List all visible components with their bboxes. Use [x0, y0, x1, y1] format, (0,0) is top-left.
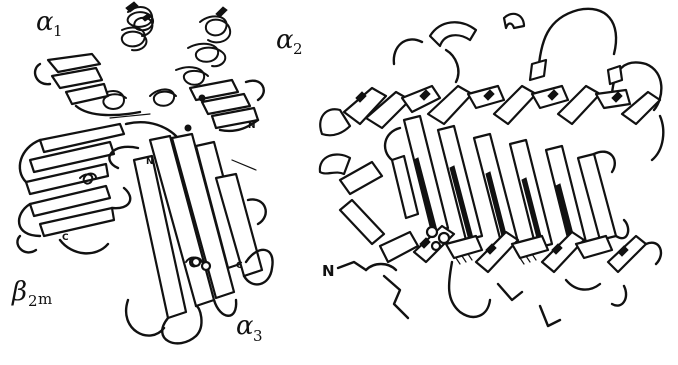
alpha3-subscript: 3 [253, 327, 263, 345]
n-terminus-mid-mark: N [146, 157, 154, 167]
beta2m-label: β [11, 277, 27, 307]
n-terminus-top-mark: N [248, 121, 256, 131]
c-terminus-right-mark: C [236, 261, 243, 271]
c-terminus-left-mark: C [62, 233, 69, 243]
right-panel-groove-view: N [320, 9, 663, 326]
beta-sheet-platform [35, 54, 264, 131]
beta-sheet-strands [385, 116, 628, 248]
beta2m-subscript: 2 [28, 292, 38, 310]
beta2m-suffix: m [38, 290, 52, 308]
n-terminus-label: N [322, 262, 335, 280]
alpha2-label: α [276, 25, 294, 55]
beta2m-domain [17, 124, 130, 253]
bottom-loops [338, 262, 626, 326]
alpha1-subscript: 1 [53, 22, 63, 40]
alpha3-label: α [236, 311, 254, 341]
left-panel-mhc-structure: α 1 α 2 α 3 β 2 m N N C C [11, 2, 303, 345]
alpha2-subscript: 2 [293, 40, 303, 58]
alpha1-label: α [36, 7, 54, 37]
